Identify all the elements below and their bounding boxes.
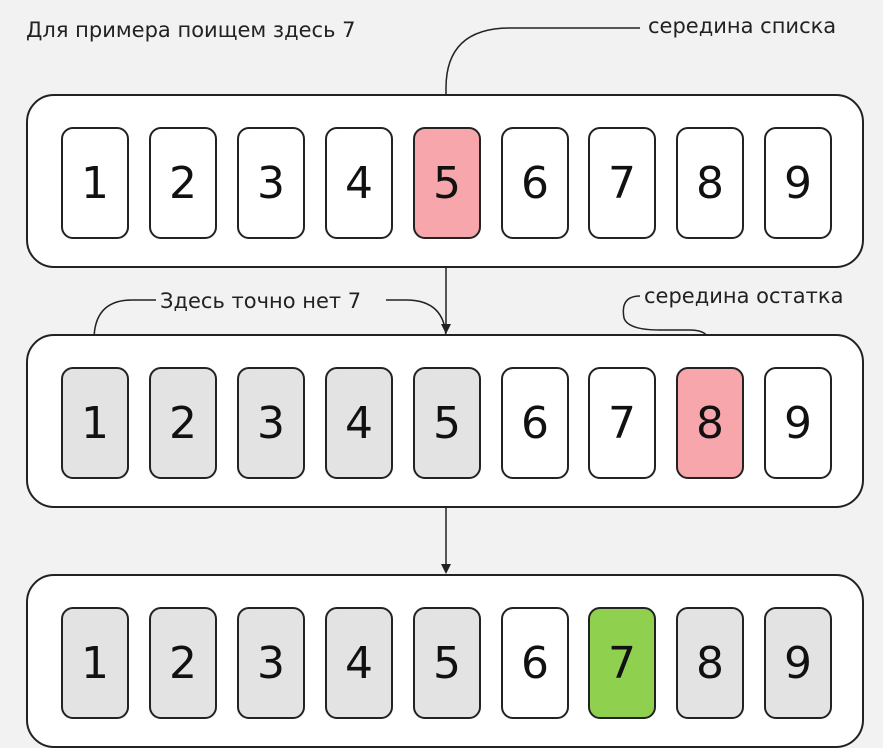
array-cell: 3 (237, 127, 305, 239)
array-cell: 6 (501, 367, 569, 479)
array-cell: 3 (237, 607, 305, 719)
array-cell: 8 (676, 127, 744, 239)
array-cell: 6 (501, 607, 569, 719)
array-cell: 5 (413, 127, 481, 239)
array-cell: 9 (764, 607, 832, 719)
caption: Для примера поищем здесь 7 (26, 17, 356, 43)
middle-list-arrow (441, 27, 640, 123)
array-cell: 7 (588, 127, 656, 239)
array-cell: 1 (61, 367, 129, 479)
array-cell: 4 (325, 367, 393, 479)
array-cell: 9 (764, 367, 832, 479)
array-cell: 9 (764, 127, 832, 239)
array-cell: 2 (149, 607, 217, 719)
array-cell: 7 (588, 607, 656, 719)
array-cell: 5 (413, 607, 481, 719)
array-cell: 6 (501, 127, 569, 239)
array-cell: 4 (325, 127, 393, 239)
array-cell: 8 (676, 367, 744, 479)
array-cell: 7 (588, 367, 656, 479)
array-cell: 8 (676, 607, 744, 719)
array-cell: 2 (149, 127, 217, 239)
array-cell: 1 (61, 607, 129, 719)
middle-list-label: середина списка (646, 13, 839, 39)
middle-rest-label: середина остатка (642, 283, 846, 309)
array-cell: 1 (61, 127, 129, 239)
array-cell: 4 (325, 607, 393, 719)
array-cell: 3 (237, 367, 305, 479)
array-cell: 5 (413, 367, 481, 479)
array-cell: 2 (149, 367, 217, 479)
definitely-not-label: Здесь точно нет 7 (158, 288, 364, 314)
